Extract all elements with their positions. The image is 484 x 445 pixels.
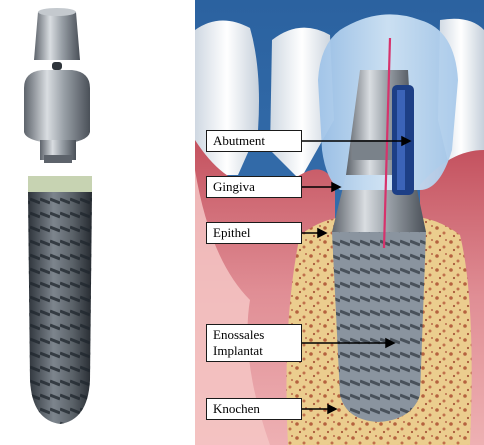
label-gingiva: Gingiva [206,176,302,198]
label-enossales-line2: Implantat [213,343,295,359]
label-epithel: Epithel [206,222,302,244]
label-knochen: Knochen [206,398,302,420]
implant-body [28,176,92,424]
abutment-part [24,8,90,163]
label-enossales-line1: Enossales [213,327,295,343]
label-enossales-implantat: Enossales Implantat [206,324,302,362]
label-abutment: Abutment [206,130,302,152]
